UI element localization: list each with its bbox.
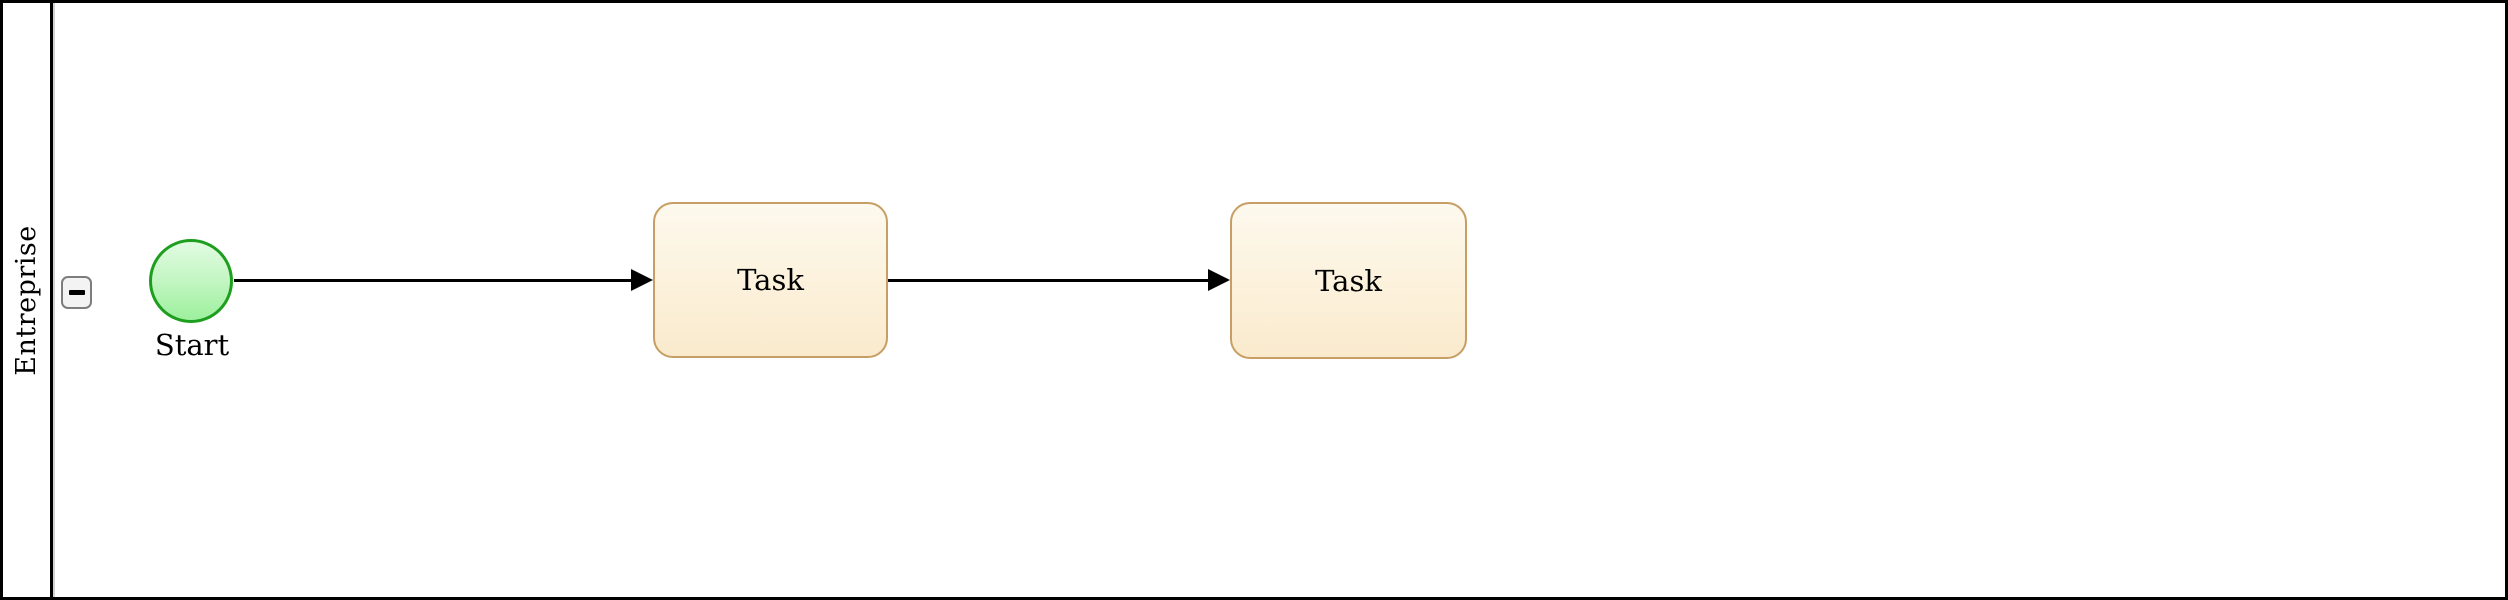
minus-icon [68,290,85,295]
start-event-node[interactable] [149,239,233,323]
sequence-flow-connector[interactable] [888,279,1210,282]
arrowhead-icon [631,269,653,291]
task-node[interactable]: Task [653,202,888,358]
arrowhead-icon [1208,269,1230,291]
sequence-flow-connector[interactable] [234,279,633,282]
task-node[interactable]: Task [1230,202,1467,359]
pool-header-divider [50,0,53,600]
start-event-label: Start [154,328,230,362]
task-label: Task [737,263,804,297]
task-label: Task [1315,263,1382,298]
pool-label: Entreprise [11,224,42,376]
collapse-pool-button[interactable] [61,276,92,309]
pool-header: Entreprise [3,3,50,597]
